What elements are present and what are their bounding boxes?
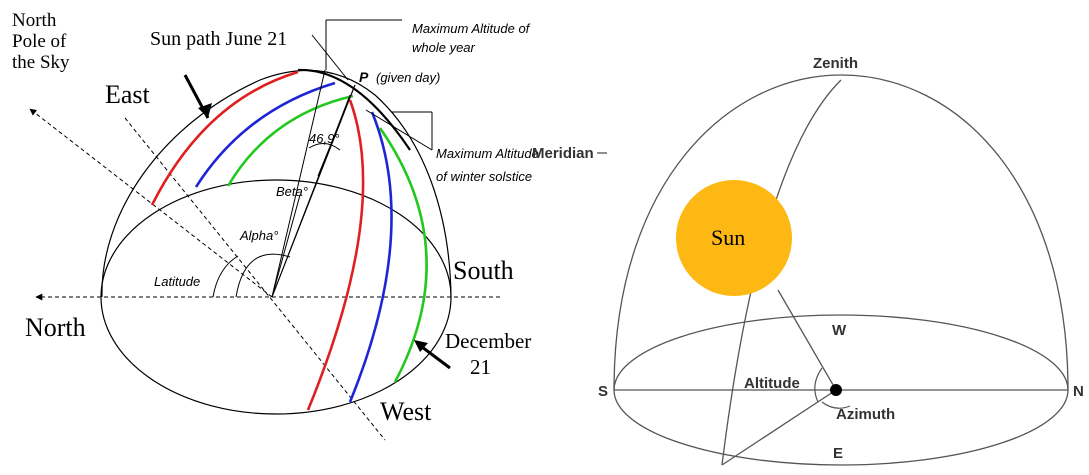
meridian-label: Meridian — [532, 145, 594, 162]
upper-dome-highlight — [297, 68, 411, 151]
east-west-axis — [124, 117, 386, 441]
december-sun-path-west — [378, 127, 428, 383]
azimuth-arc — [821, 401, 851, 409]
equinox-sun-path-west — [348, 111, 393, 403]
w-label: W — [832, 322, 847, 339]
june-sun-path — [150, 70, 299, 206]
angle-469-arc — [308, 143, 341, 151]
north-pole-label-line3: the Sky — [12, 52, 70, 73]
beta-label: Beta° — [276, 184, 308, 199]
left-sun-path-diagram: North Pole of the Sky Sun path June 21 E… — [12, 10, 539, 441]
zenith-label: Zenith — [813, 55, 858, 72]
june-sun-path-west — [306, 99, 365, 411]
north-pole-label-line2: Pole of — [12, 31, 67, 52]
p-label: P — [359, 69, 369, 85]
altitude-label: Altitude — [744, 375, 800, 392]
latitude-arc — [212, 255, 239, 298]
max-altitude-winter-line1: Maximum Altitude — [436, 146, 539, 161]
angle-469-label: 46,9° — [309, 131, 340, 146]
latitude-label: Latitude — [154, 274, 200, 289]
max-altitude-year-line1: Maximum Altitude of — [412, 21, 531, 36]
east-label: East — [105, 80, 151, 109]
december-arrow — [414, 340, 451, 370]
max-altitude-year-line2: whole year — [412, 40, 476, 55]
sun-label: Sun — [711, 225, 745, 250]
azimuth-label: Azimuth — [836, 406, 895, 423]
right-dome-outline — [613, 74, 1069, 391]
s-label: S — [598, 383, 608, 400]
alpha-label: Alpha° — [239, 228, 278, 243]
equinox-sun-path — [194, 81, 336, 188]
december-sun-path — [226, 94, 354, 187]
june-arrow — [183, 74, 212, 119]
center-lines — [597, 152, 1068, 466]
polar-axis — [29, 108, 273, 298]
west-label: West — [380, 397, 432, 426]
annotation-pointers — [311, 19, 433, 151]
december-label-line2: 21 — [470, 355, 491, 379]
observer-point — [830, 384, 842, 396]
e-label: E — [833, 445, 843, 462]
sun-disk — [676, 180, 792, 296]
right-celestial-diagram: Zenith Meridian Sun W S N E Altitude Azi… — [532, 55, 1084, 466]
max-altitude-winter-line2: of winter solstice — [436, 169, 532, 184]
altitude-arc — [814, 367, 823, 403]
center-rays — [271, 69, 356, 298]
december-label-line1: December — [445, 329, 531, 353]
south-label: South — [453, 256, 514, 285]
given-day-label: (given day) — [376, 70, 440, 85]
north-label: North — [25, 313, 86, 342]
sun-path-june-label: Sun path June 21 — [150, 28, 287, 50]
n-label: N — [1073, 383, 1084, 400]
alpha-arc — [235, 253, 291, 298]
north-pole-label-line1: North — [12, 10, 57, 31]
